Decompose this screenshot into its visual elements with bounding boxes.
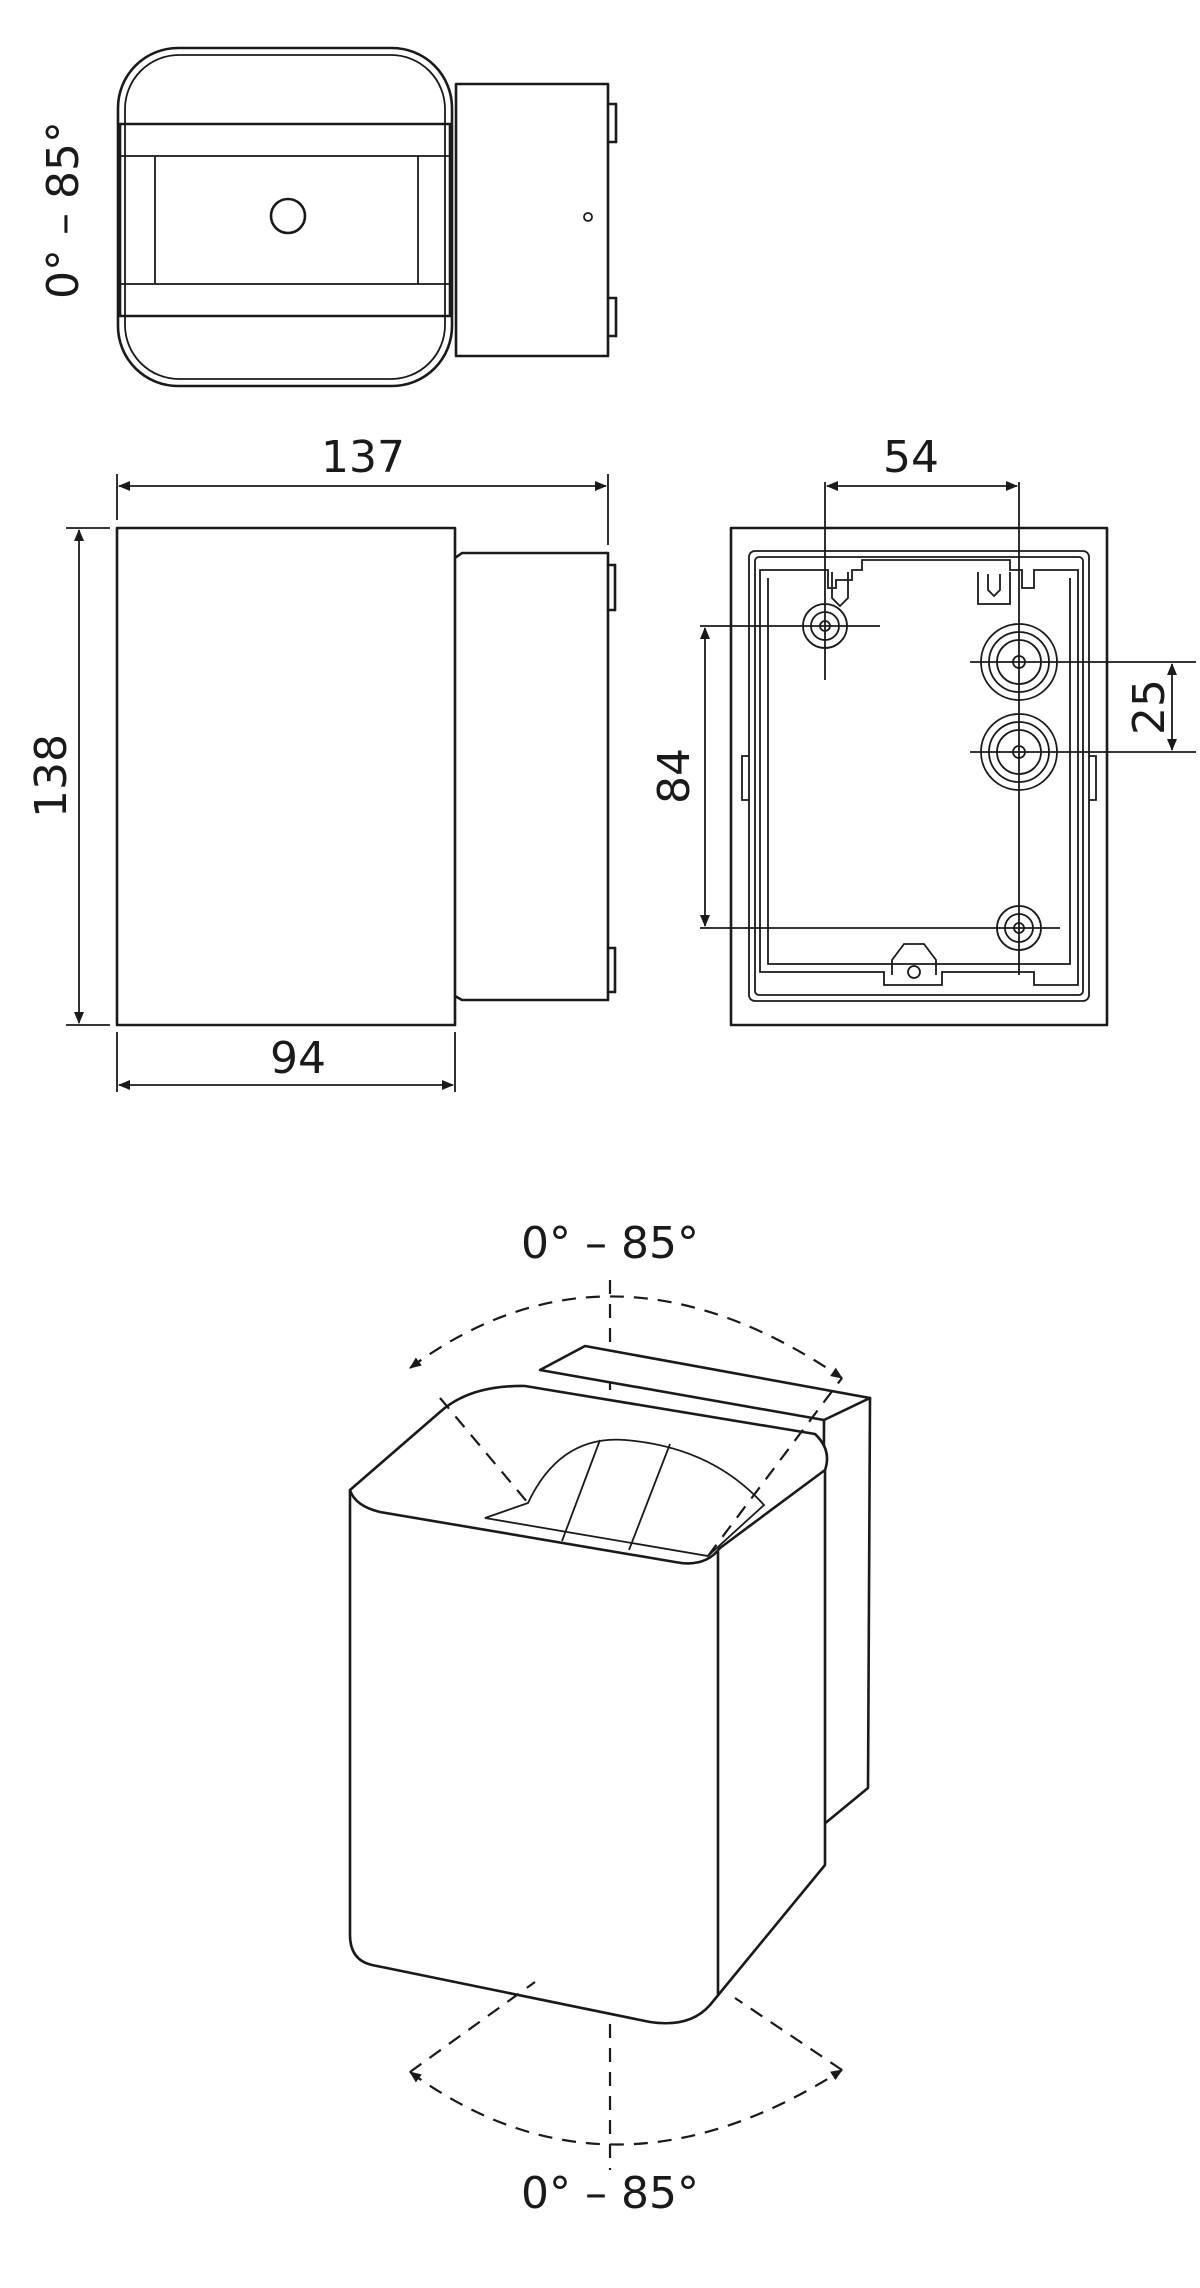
side-view: 137 138 94	[26, 432, 617, 1092]
iso-bottom-arc	[409, 2069, 843, 2146]
isometric-view: 0° – 85° 0° – 85°	[348, 1218, 872, 2219]
dim-54-label: 54	[883, 432, 939, 483]
dim-84-label: 84	[649, 748, 700, 804]
side-view-back-box	[453, 551, 610, 1002]
dim-137-label: 137	[321, 432, 405, 483]
iso-main-body	[348, 1384, 829, 2025]
dim-138-label: 138	[26, 734, 77, 818]
back-view: 54 84 25	[649, 432, 1196, 1027]
back-view-outer	[729, 526, 1109, 1027]
iso-top-arc	[409, 1295, 843, 1379]
back-view-plate	[759, 559, 1079, 986]
top-view-angle-label: 0° – 85°	[38, 121, 89, 299]
side-view-body	[115, 526, 457, 1027]
iso-lens-window	[484, 1438, 766, 1557]
dim-94-label: 94	[270, 1033, 326, 1084]
top-view-head-outer	[116, 46, 454, 388]
dim-25-label: 25	[1124, 679, 1175, 735]
iso-bottom-angle-label: 0° – 85°	[521, 2168, 699, 2219]
iso-top-angle-label: 0° – 85°	[521, 1218, 699, 1269]
top-view-band	[118, 122, 452, 318]
top-view: 0° – 85°	[38, 46, 618, 388]
top-view-back-box	[454, 82, 610, 358]
top-view-lens	[269, 197, 307, 235]
top-view-head-inner	[124, 54, 446, 380]
